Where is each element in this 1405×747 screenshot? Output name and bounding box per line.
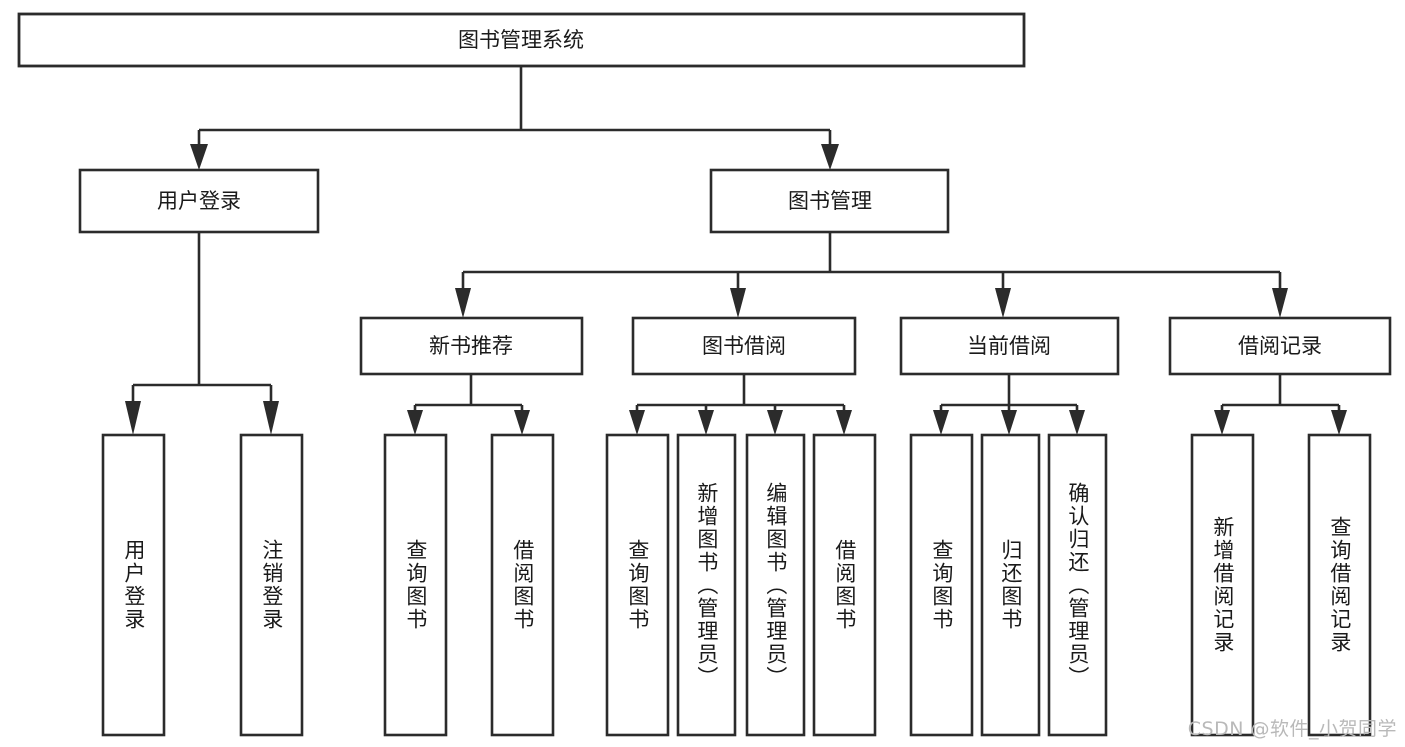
arrow-head-bb-leaf-2 xyxy=(698,410,714,435)
arrow-head-br-leaf-1 xyxy=(1214,410,1230,435)
leaf-box-bb-borrow-book[interactable] xyxy=(812,433,877,737)
node-box-book-borrow[interactable] xyxy=(631,316,857,376)
leaf-box-cb-return-book[interactable] xyxy=(980,433,1041,737)
node-label-user-login: 用户登录 xyxy=(157,189,241,213)
arrow-head-leaf-user-login-1 xyxy=(125,401,141,435)
node-label-new-book-recommend: 新书推荐 xyxy=(429,334,513,358)
arrow-head-leaf-user-login-2 xyxy=(263,401,279,435)
arrow-head-nbr-leaf-2 xyxy=(514,410,530,435)
node-box-borrow-record[interactable] xyxy=(1168,316,1392,376)
arrow-head-br-leaf-2 xyxy=(1331,410,1347,435)
node-box-new-book-recommend[interactable] xyxy=(359,316,584,376)
arrow-head-cb-leaf-3 xyxy=(1069,410,1085,435)
leaf-box-br-query-record[interactable] xyxy=(1307,433,1372,737)
arrow-head-cb-leaf-2 xyxy=(1001,410,1017,435)
leaf-box-bb-edit-book-admin[interactable] xyxy=(745,433,806,737)
arrow-head-current-borrow xyxy=(995,288,1011,318)
node-label-borrow-record: 借阅记录 xyxy=(1238,334,1322,358)
arrow-head-bb-leaf-3 xyxy=(767,410,783,435)
node-label-root: 图书管理系统 xyxy=(458,28,584,52)
arrow-head-borrow-record xyxy=(1272,288,1288,318)
leaf-box-br-add-record[interactable] xyxy=(1190,433,1255,737)
arrow-head-nbr-leaf-1 xyxy=(407,410,423,435)
leaf-box-user-login-logout[interactable] xyxy=(239,433,304,737)
arrow-head-user-login xyxy=(190,144,208,170)
node-label-book-management: 图书管理 xyxy=(788,189,872,213)
node-box-root[interactable] xyxy=(17,12,1026,68)
leaf-box-user-login-login[interactable] xyxy=(101,433,166,737)
arrow-head-new-book xyxy=(455,288,471,318)
arrow-head-book-borrow xyxy=(730,288,746,318)
arrow-head-book-mgmt xyxy=(821,144,839,170)
leaf-box-nbr-borrow-book[interactable] xyxy=(490,433,555,737)
leaf-box-bb-add-book-admin[interactable] xyxy=(676,433,737,737)
leaf-box-cb-confirm-return-admin[interactable] xyxy=(1047,433,1108,737)
leaf-box-cb-query-book[interactable] xyxy=(909,433,974,737)
node-label-book-borrow: 图书借阅 xyxy=(702,334,786,358)
arrow-head-cb-leaf-1 xyxy=(933,410,949,435)
node-box-book-management[interactable] xyxy=(709,168,950,234)
node-box-current-borrow[interactable] xyxy=(899,316,1120,376)
watermark: CSDN @软件_小贺同学 xyxy=(1187,718,1397,740)
node-label-current-borrow: 当前借阅 xyxy=(967,334,1051,358)
arrow-head-bb-leaf-1 xyxy=(629,410,645,435)
leaf-box-nbr-query-book[interactable] xyxy=(383,433,448,737)
arrow-head-bb-leaf-4 xyxy=(836,410,852,435)
leaf-box-bb-query-book[interactable] xyxy=(605,433,670,737)
